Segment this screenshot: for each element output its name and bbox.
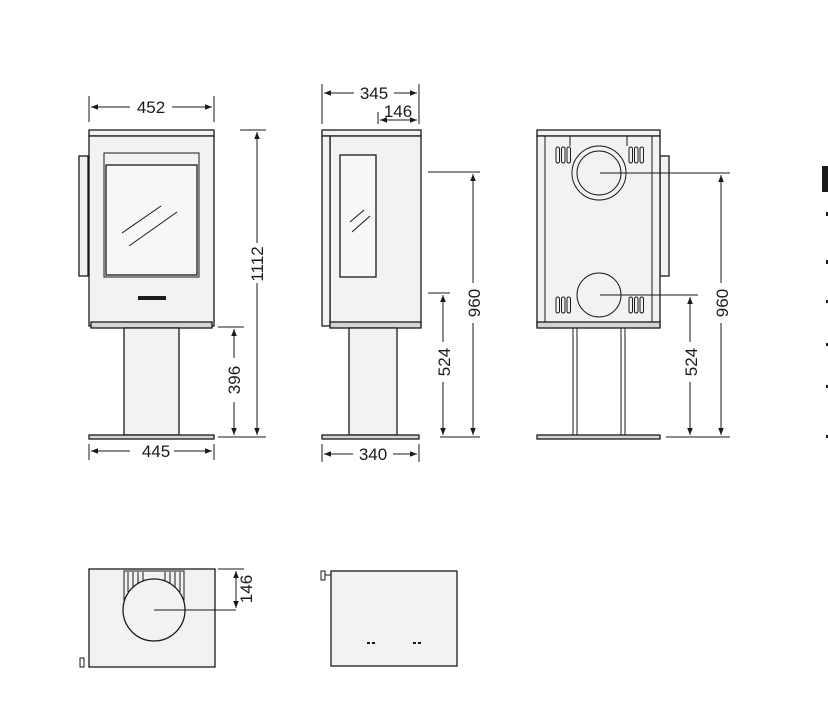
rear-base-plate [536,434,661,440]
dim-side-rear-outlet-height: 524 [435,348,454,376]
side-top-plate [321,129,422,137]
rear-handle [659,155,670,277]
front-top-plate [88,129,215,137]
side-view: 345 146 340 960 524 [321,84,484,464]
front-logo-plate [138,296,166,300]
rear-vents-bottom-right [628,296,644,314]
side-base-plate [321,434,420,440]
top-view: 146 [79,568,256,668]
dim-side-base-depth: 340 [359,445,387,464]
rear-bottom-band [536,321,661,329]
front-bottom-band [90,321,213,329]
dim-front-total-height: 1112 [248,246,267,281]
rear-leg-left [572,327,578,436]
dim-top-flue-offset: 146 [237,575,256,603]
front-glass-window [105,164,198,276]
side-bottom-band [329,321,422,329]
front-door-frame [103,152,200,278]
rear-top-plate [536,129,661,137]
bottom-view-body [330,570,458,667]
rear-stove-body [536,135,661,327]
rear-vents-top-left [555,146,571,164]
rear-leg-right [620,327,626,436]
side-glass-window [339,154,377,278]
side-door-edge [321,135,331,327]
dim-rear-outlet-height: 524 [682,348,701,376]
front-glass-reflection [121,205,178,247]
front-view: 452 445 1112 396 [78,96,267,461]
bottom-view-handle-tab [320,570,326,581]
bottom-view [320,570,458,667]
top-view-handle-tab [79,657,85,668]
side-pedestal [348,327,398,436]
dim-side-flue-height: 960 [465,289,484,317]
front-pedestal [123,327,180,436]
dim-front-pedestal-height: 396 [225,366,244,394]
dim-front-base-width: 445 [142,442,170,461]
side-glass-reflection [349,209,371,233]
dim-rear-flue-height: 960 [713,289,732,317]
front-base-plate [88,434,215,440]
bottom-view-feet-marks [367,642,421,644]
dim-front-top-width: 452 [137,98,165,117]
dim-side-flue-offset: 146 [384,102,412,121]
front-handle [78,155,89,277]
dim-side-depth: 345 [360,84,388,103]
cropped-edge-marks [822,166,828,438]
rear-vents-bottom-left [555,296,571,314]
rear-vents-top-right [628,146,644,164]
rear-view: 960 524 [536,129,732,440]
